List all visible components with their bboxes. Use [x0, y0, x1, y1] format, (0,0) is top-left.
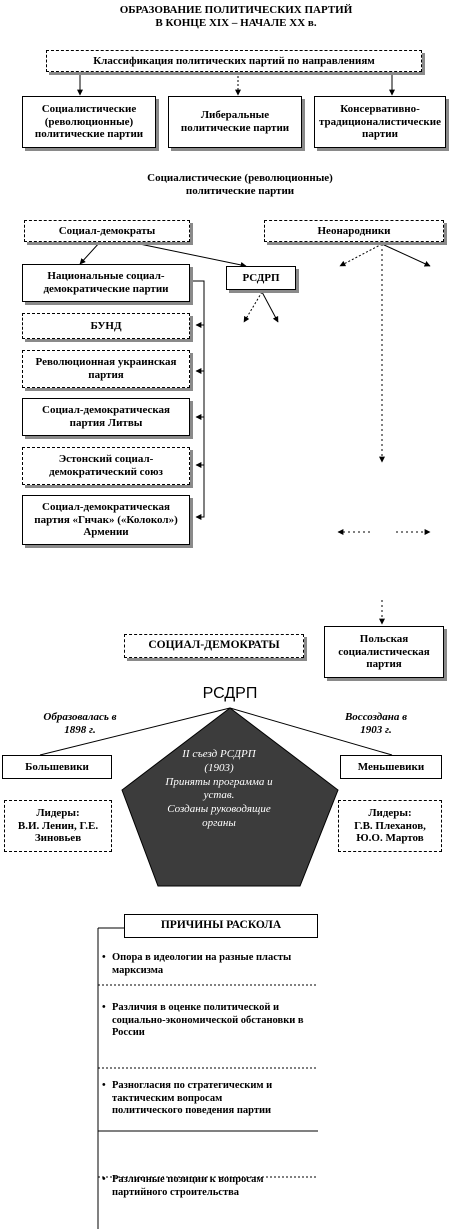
social-democrats-box: Социал-демократы	[24, 220, 190, 242]
congress-line1: II съезд РСДРП	[182, 748, 256, 760]
reason-text: Опора в идеологии на разные пласты маркс…	[112, 952, 292, 976]
bolshevik-leaders-label: Лидеры:	[36, 807, 80, 820]
bolsheviks-box: Большевики	[2, 755, 112, 779]
reason-text: Различные позиции к вопросам партийного …	[112, 1174, 264, 1198]
restored-label: Воссоздана в 1903 г.	[344, 711, 408, 737]
reason-item: • Различные позиции к вопросам партийног…	[102, 1174, 312, 1199]
congress-line2: (1903)	[204, 761, 234, 774]
armenian-party-box: Социал-демократическая партия «Гнчак» («…	[22, 495, 190, 545]
conservative-type-box: Консервативно-традиционалистические парт…	[314, 96, 446, 148]
title-line1: ОБРАЗОВАНИЕ ПОЛИТИЧЕСКИХ ПАРТИЙ	[119, 4, 353, 16]
bullet-icon: •	[102, 1002, 106, 1013]
reason-text: Разногласия по стратегическим и тактичес…	[112, 1080, 273, 1117]
menshevik-leaders-box: Лидеры: Г.В. Плеханов, Ю.О. Мартов	[338, 800, 442, 852]
reason-item: • Опора в идеологии на разные пласты мар…	[102, 952, 312, 977]
lithuania-party-box: Социал-демократическая партия Литвы	[22, 398, 190, 436]
liberal-type-box: Либеральные политические партии	[168, 96, 302, 148]
socialist-heading: Социалистические (революционные) политич…	[110, 172, 370, 198]
social-democrats-caps-box: СОЦИАЛ-ДЕМОКРАТЫ	[124, 634, 304, 658]
bullet-icon: •	[102, 1080, 106, 1091]
estonian-union-box: Эстонский социал-демократический союз	[22, 447, 190, 485]
ukrainian-party-box: Революционная украинская партия	[22, 350, 190, 388]
bullet-icon: •	[102, 952, 106, 963]
reason-text: Различия в оценке политической и социаль…	[112, 1002, 304, 1039]
reason-item: • Различия в оценке политической и социа…	[102, 1002, 312, 1040]
rsdrp-small-box: РСДРП	[226, 266, 296, 290]
socialist-heading-line2: политические партии	[185, 185, 295, 198]
congress-line4: Созданы руководящие органы	[167, 803, 271, 829]
mensheviks-box: Меньшевики	[340, 755, 442, 779]
formed-label: Образовалась в 1898 г.	[43, 711, 117, 737]
bolshevik-leaders-box: Лидеры: В.И. Ленин, Г.Е. Зиновьев	[4, 800, 112, 852]
rsdrp-title: РСДРП	[202, 685, 258, 702]
congress-text: II съезд РСДРП (1903) Приняты программа …	[160, 748, 278, 831]
polish-party-box: Польская социалистическая партия	[324, 626, 444, 678]
socialist-type-box: Социалистические (революционные) политич…	[22, 96, 156, 148]
bolshevik-leaders-names: В.И. Ленин, Г.Е. Зиновьев	[17, 819, 99, 845]
title-line2: В КОНЦЕ XIX – НАЧАЛЕ XX в.	[155, 17, 317, 30]
reason-item: • Разногласия по стратегическим и тактич…	[102, 1080, 284, 1118]
national-parties-box: Национальные социал-демократические парт…	[22, 264, 190, 302]
bund-box: БУНД	[22, 313, 190, 339]
split-heading-box: ПРИЧИНЫ РАСКОЛА	[124, 914, 318, 938]
page-title: ОБРАЗОВАНИЕ ПОЛИТИЧЕСКИХ ПАРТИЙ В КОНЦЕ …	[60, 4, 412, 30]
congress-line3: Приняты программа и устав.	[165, 775, 273, 802]
bullet-icon: •	[102, 1174, 106, 1185]
menshevik-leaders-label: Лидеры:	[368, 807, 412, 820]
socialist-heading-line1: Социалистические (революционные)	[147, 172, 333, 184]
classification-box: Классификация политических партий по нап…	[46, 50, 422, 72]
neonarodniki-box: Неонародники	[264, 220, 444, 242]
menshevik-leaders-names: Г.В. Плеханов, Ю.О. Мартов	[354, 819, 426, 845]
